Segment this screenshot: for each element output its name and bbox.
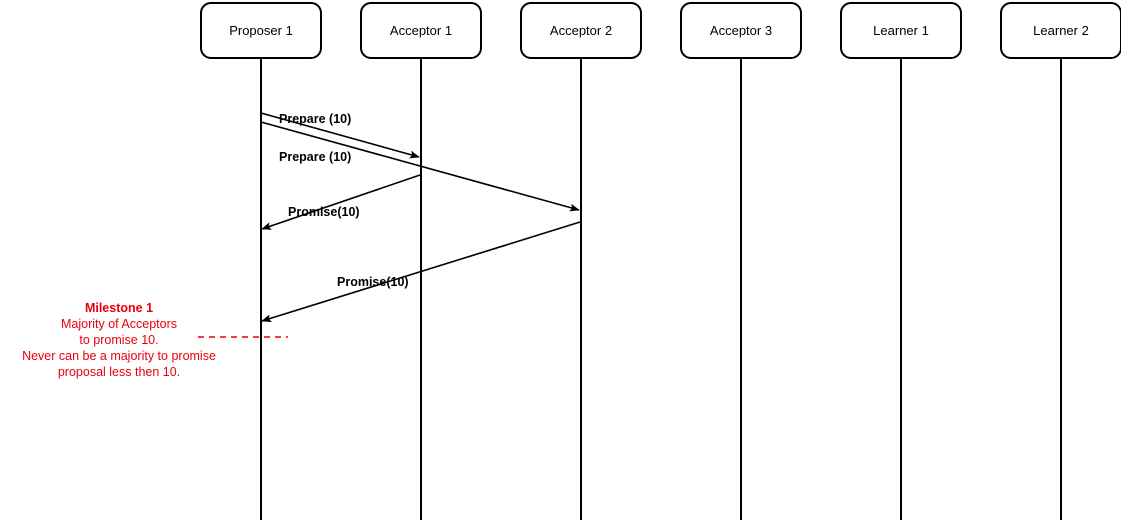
lifeline-learner-1[interactable]: Learner 1 xyxy=(840,2,962,520)
lifelines-layer: Proposer 1 Acceptor 1 Acceptor 2 Acceptor 3… xyxy=(200,2,1121,520)
milestone-title: Milestone 1 xyxy=(85,301,153,315)
milestone-text-line-1: Majority of Acceptors xyxy=(61,317,177,331)
message-arrow-promise-from-acceptor-1 xyxy=(261,174,421,230)
lifeline-acceptor-3[interactable]: Acceptor 3 xyxy=(680,2,802,520)
milestone-annotation-milestone-1: Milestone 1 Majority of Acceptors to promi… xyxy=(22,301,288,379)
message-arrow-promise-from-acceptor-2 xyxy=(261,221,581,323)
messages-layer: Prepare (10) Prepare (10) Promise(10) Promi… xyxy=(260,112,581,323)
message-prepare-to-acceptor-2[interactable]: Prepare (10) xyxy=(260,121,580,212)
milestone-text-line-2: to promise 10. xyxy=(79,333,158,347)
milestone-layer: Milestone 1 Majority of Acceptors to promi… xyxy=(22,301,288,379)
milestone-text-line-3: Never can be a majority to promise xyxy=(22,349,216,363)
message-promise-from-acceptor-2[interactable]: Promise(10) xyxy=(261,221,581,323)
participant-label-proposer-1: Proposer 1 xyxy=(229,23,293,38)
message-label-promise-from-acceptor-2: Promise(10) xyxy=(337,275,409,289)
participant-label-acceptor-1: Acceptor 1 xyxy=(390,23,452,38)
participant-label-acceptor-2: Acceptor 2 xyxy=(550,23,612,38)
message-label-prepare-to-acceptor-1: Prepare (10) xyxy=(279,112,351,126)
participant-label-learner-1: Learner 1 xyxy=(873,23,929,38)
participant-label-acceptor-3: Acceptor 3 xyxy=(710,23,772,38)
lifeline-acceptor-2[interactable]: Acceptor 2 xyxy=(520,2,642,520)
lifeline-proposer-1[interactable]: Proposer 1 xyxy=(200,2,322,520)
message-label-prepare-to-acceptor-2: Prepare (10) xyxy=(279,150,351,164)
participant-label-learner-2: Learner 2 xyxy=(1033,23,1089,38)
message-arrow-prepare-to-acceptor-2 xyxy=(260,121,580,212)
message-promise-from-acceptor-1[interactable]: Promise(10) xyxy=(261,174,421,230)
lifeline-acceptor-1[interactable]: Acceptor 1 xyxy=(360,2,482,520)
message-arrow-prepare-to-acceptor-1 xyxy=(260,112,420,159)
lifeline-learner-2[interactable]: Learner 2 xyxy=(1000,2,1121,520)
message-prepare-to-acceptor-1[interactable]: Prepare (10) xyxy=(260,112,420,159)
milestone-text-line-4: proposal less then 10. xyxy=(58,365,180,379)
message-label-promise-from-acceptor-1: Promise(10) xyxy=(288,205,360,219)
